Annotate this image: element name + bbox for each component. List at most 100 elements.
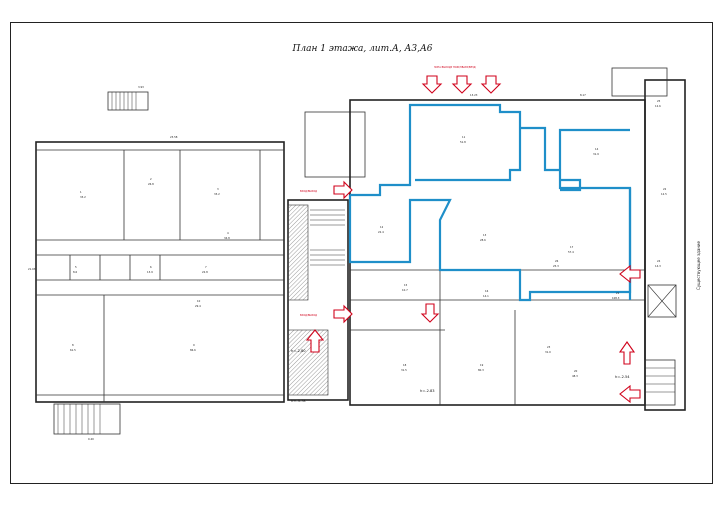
svg-text:22: 22 <box>663 187 667 191</box>
svg-text:3: 3 <box>217 187 219 191</box>
svg-text:9: 9 <box>193 343 195 347</box>
entrance-arrow-stair <box>305 329 325 353</box>
svg-text:25.3: 25.3 <box>553 264 559 268</box>
svg-text:13.9: 13.9 <box>147 270 153 274</box>
room-9-label: 986.6 <box>190 343 196 352</box>
svg-text:10.7: 10.7 <box>402 288 408 292</box>
drawing-frame <box>10 22 713 484</box>
svg-text:34.8: 34.8 <box>224 236 230 240</box>
svg-text:21: 21 <box>616 291 620 295</box>
svg-text:8: 8 <box>72 343 74 347</box>
svg-text:11: 11 <box>462 135 466 139</box>
svg-text:5: 5 <box>75 265 77 269</box>
room-4-label: 434.8 <box>224 231 230 240</box>
svg-text:6: 6 <box>150 265 152 269</box>
entrance-arrow-top-3 <box>480 75 502 94</box>
entrance-arrow-left-2 <box>333 304 353 324</box>
svg-text:26: 26 <box>555 259 559 263</box>
room-labels: 133.2 226.8 333.2 434.8 58.6 613.9 722.8… <box>70 99 667 378</box>
existing-building-label: Существующее здание <box>696 240 701 290</box>
svg-text:33.2: 33.2 <box>80 195 86 199</box>
entrance-arrows <box>305 75 641 404</box>
svg-text:108.3: 108.3 <box>612 296 620 300</box>
room-5-label: 58.6 <box>73 265 77 274</box>
dim-top-left: 23.58 <box>170 135 178 139</box>
svg-text:48.3: 48.3 <box>572 374 578 378</box>
svg-text:14: 14 <box>595 147 599 151</box>
svg-text:12: 12 <box>380 225 384 229</box>
svg-text:33.2: 33.2 <box>214 192 220 196</box>
svg-text:10: 10 <box>197 299 201 303</box>
left-wing <box>35 91 285 435</box>
svg-text:25: 25 <box>657 99 661 103</box>
svg-text:12.6: 12.6 <box>655 104 661 108</box>
svg-text:12.5: 12.5 <box>661 192 667 196</box>
svg-text:22.4: 22.4 <box>378 230 384 234</box>
svg-text:18: 18 <box>403 363 407 367</box>
svg-text:20: 20 <box>574 369 578 373</box>
entrance-arrow-top-1 <box>421 75 443 94</box>
dim-left-vertical: 21.03 <box>28 267 36 271</box>
svg-text:1: 1 <box>80 190 82 194</box>
svg-text:13: 13 <box>483 233 487 237</box>
svg-text:7: 7 <box>205 265 207 269</box>
svg-text:23: 23 <box>547 345 551 349</box>
svg-text:8.6: 8.6 <box>73 270 77 274</box>
svg-text:24: 24 <box>657 259 661 263</box>
svg-text:16: 16 <box>485 289 489 293</box>
svg-text:31.0: 31.0 <box>545 350 551 354</box>
svg-text:80.3: 80.3 <box>478 368 484 372</box>
entrance-label-left-2: ВХОД/ВЫХОД <box>300 314 317 317</box>
entrance-label-left-1: ВХОД/ВЫХОД <box>300 190 317 193</box>
room-1-label: 133.2 <box>80 190 86 199</box>
svg-text:29.4: 29.4 <box>195 304 201 308</box>
svg-text:86.6: 86.6 <box>190 348 196 352</box>
left-wing-outer-wall <box>35 141 285 403</box>
entrance-arrow-right-3 <box>619 384 641 404</box>
dim-small-block: 3.93 <box>138 85 144 89</box>
svg-text:15: 15 <box>404 283 408 287</box>
entrance-arrow-right-2 <box>618 341 636 365</box>
room-8-label: 861.5 <box>70 343 76 352</box>
svg-text:14.1: 14.1 <box>483 294 489 298</box>
room-7-label: 722.8 <box>202 265 208 274</box>
dim-bottom: 0.40 <box>88 437 94 441</box>
svg-text:57.4: 57.4 <box>568 250 574 254</box>
room-3-label: 333.2 <box>214 187 220 196</box>
right-wing <box>349 67 686 411</box>
svg-text:51.8: 51.8 <box>460 140 466 144</box>
svg-text:14.3: 14.3 <box>655 264 661 268</box>
highlighted-premises-outline <box>348 103 632 302</box>
height-mark-2: h=-3.78 <box>291 399 306 403</box>
central-stair-block <box>287 111 366 401</box>
entrance-arrow-center <box>420 303 440 323</box>
room-6-label: 613.9 <box>147 265 153 274</box>
entrance-arrow-left-1 <box>333 180 353 200</box>
height-mark-1: h=-2,80 <box>291 349 306 353</box>
svg-text:22.8: 22.8 <box>202 270 208 274</box>
svg-text:26.8: 26.8 <box>148 182 154 186</box>
svg-text:61.5: 61.5 <box>70 348 76 352</box>
svg-text:2: 2 <box>150 177 152 181</box>
svg-text:4: 4 <box>227 231 229 235</box>
svg-text:17: 17 <box>570 245 574 249</box>
entrance-arrow-right-1 <box>619 264 641 284</box>
svg-text:19: 19 <box>480 363 484 367</box>
room-2-label: 226.8 <box>148 177 154 186</box>
height-mark-4: h=-2.54 <box>615 375 630 379</box>
dim-top-right-2: 8.17 <box>580 93 586 97</box>
svg-text:28.6: 28.6 <box>480 238 486 242</box>
